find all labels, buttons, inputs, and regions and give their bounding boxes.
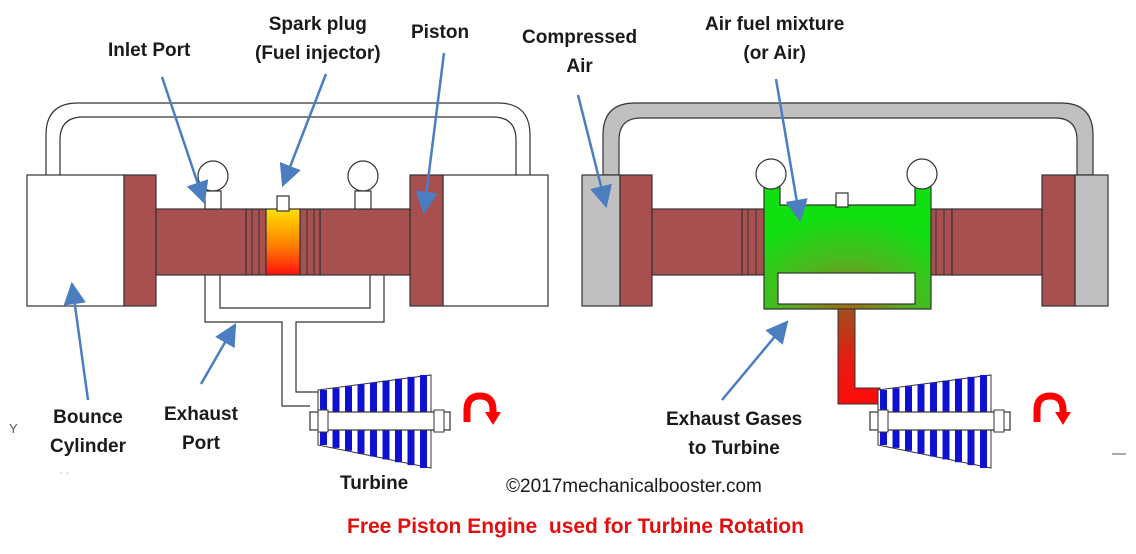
left-turbine [309,374,451,469]
combustion-chamber [265,208,301,276]
right-turbine [869,374,1011,469]
right-engine [581,102,1109,405]
piston-rod-right [319,208,411,276]
rotation-arrow-left-head [485,412,501,425]
label-inlet-port: Inlet Port [108,40,191,61]
arrow-air-fuel [774,78,808,223]
label-bounce-cylinder: Bounce Cylinder [50,407,127,457]
compressed-air-tube [602,102,1094,176]
arrow-bounce-cylinder [63,281,90,401]
bounce-cylinder-gray-left [581,174,621,307]
piston-head-left-2 [619,174,653,307]
left-bounce-cylinder [26,174,125,307]
label-turbine: Turbine [340,473,409,494]
spark-plug [276,195,290,212]
label-exhaust-port: Exhaust Port [164,404,238,454]
inlet-valve-left [197,160,229,192]
copyright-notice: ©2017mechanicalbooster.com [506,476,762,497]
rotation-arrow-right-head [1055,412,1071,425]
piston-head-left [123,174,157,307]
label-compressed-air: Compressed Air [522,27,638,77]
inlet-valve-right-2 [906,158,938,190]
exhaust-manifold [204,275,310,407]
label-exhaust-gases: Exhaust Gases to Turbine [666,409,803,459]
piston-head-right-2 [1041,174,1076,307]
label-air-fuel-mixture: Air fuel mixture (or Air) [705,14,845,64]
chamber-inner-gap [777,272,916,305]
figure-caption: Free Piston Engine used for Turbine Rota… [347,515,804,538]
arrow-compressed-air [576,94,612,209]
piston-rod-left [155,208,247,276]
arrow-exhaust-port [199,323,237,385]
left-engine [26,102,549,407]
arrow-exhaust-gases [721,320,789,401]
inlet-valve-left-2 [755,158,787,190]
right-bounce-cylinder [442,174,549,307]
pointer-arrows [63,52,808,401]
spark-plug-2 [835,192,849,208]
arrow-inlet-port [160,76,209,205]
rotation-arrow-right [1033,392,1067,422]
rotation-arrow-left [463,392,497,422]
arrow-piston [415,52,446,215]
inlet-valve-right [347,160,379,192]
stray-ticks: ˙ ˙ [60,472,69,483]
label-spark-plug: Spark plug (Fuel injector) [255,14,381,64]
arrow-spark-plug [279,73,328,188]
stray-y-mark: Y [9,421,18,436]
label-piston: Piston [411,22,470,43]
left-top-tube [45,102,531,175]
bounce-cylinder-gray-right [1074,174,1109,307]
exhaust-gas-duct [837,308,881,405]
